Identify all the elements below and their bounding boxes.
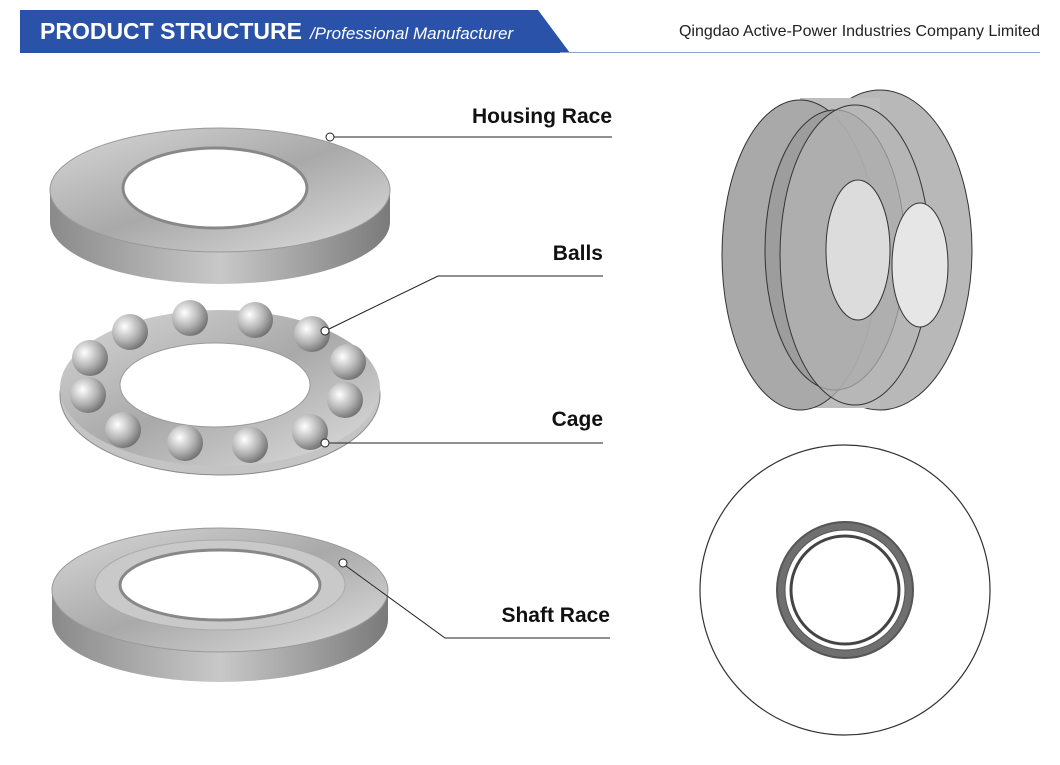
company-name: Qingdao Active-Power Industries Company … (678, 23, 1040, 40)
shaft-race-image (51, 527, 389, 682)
page-subtitle: /Professional Manufacturer (309, 24, 514, 43)
header-divider (560, 52, 1040, 53)
housing-race-image (49, 127, 391, 284)
header-banner: PRODUCT STRUCTURE/Professional Manufactu… (20, 10, 570, 53)
label-housing-race: Housing Race (471, 105, 612, 128)
bearing-front-view (699, 444, 991, 736)
title-text: PRODUCT STRUCTURE (40, 18, 302, 44)
leader-lines (320, 132, 612, 639)
bearing-3d-view (721, 89, 973, 411)
balls (70, 300, 366, 463)
cage-and-balls-image (59, 300, 381, 476)
banner-shape (20, 10, 570, 53)
label-cage: Cage (551, 408, 603, 431)
label-shaft-race: Shaft Race (501, 604, 610, 627)
label-balls: Balls (552, 242, 603, 265)
page-title: PRODUCT STRUCTURE/Professional Manufactu… (40, 18, 513, 45)
